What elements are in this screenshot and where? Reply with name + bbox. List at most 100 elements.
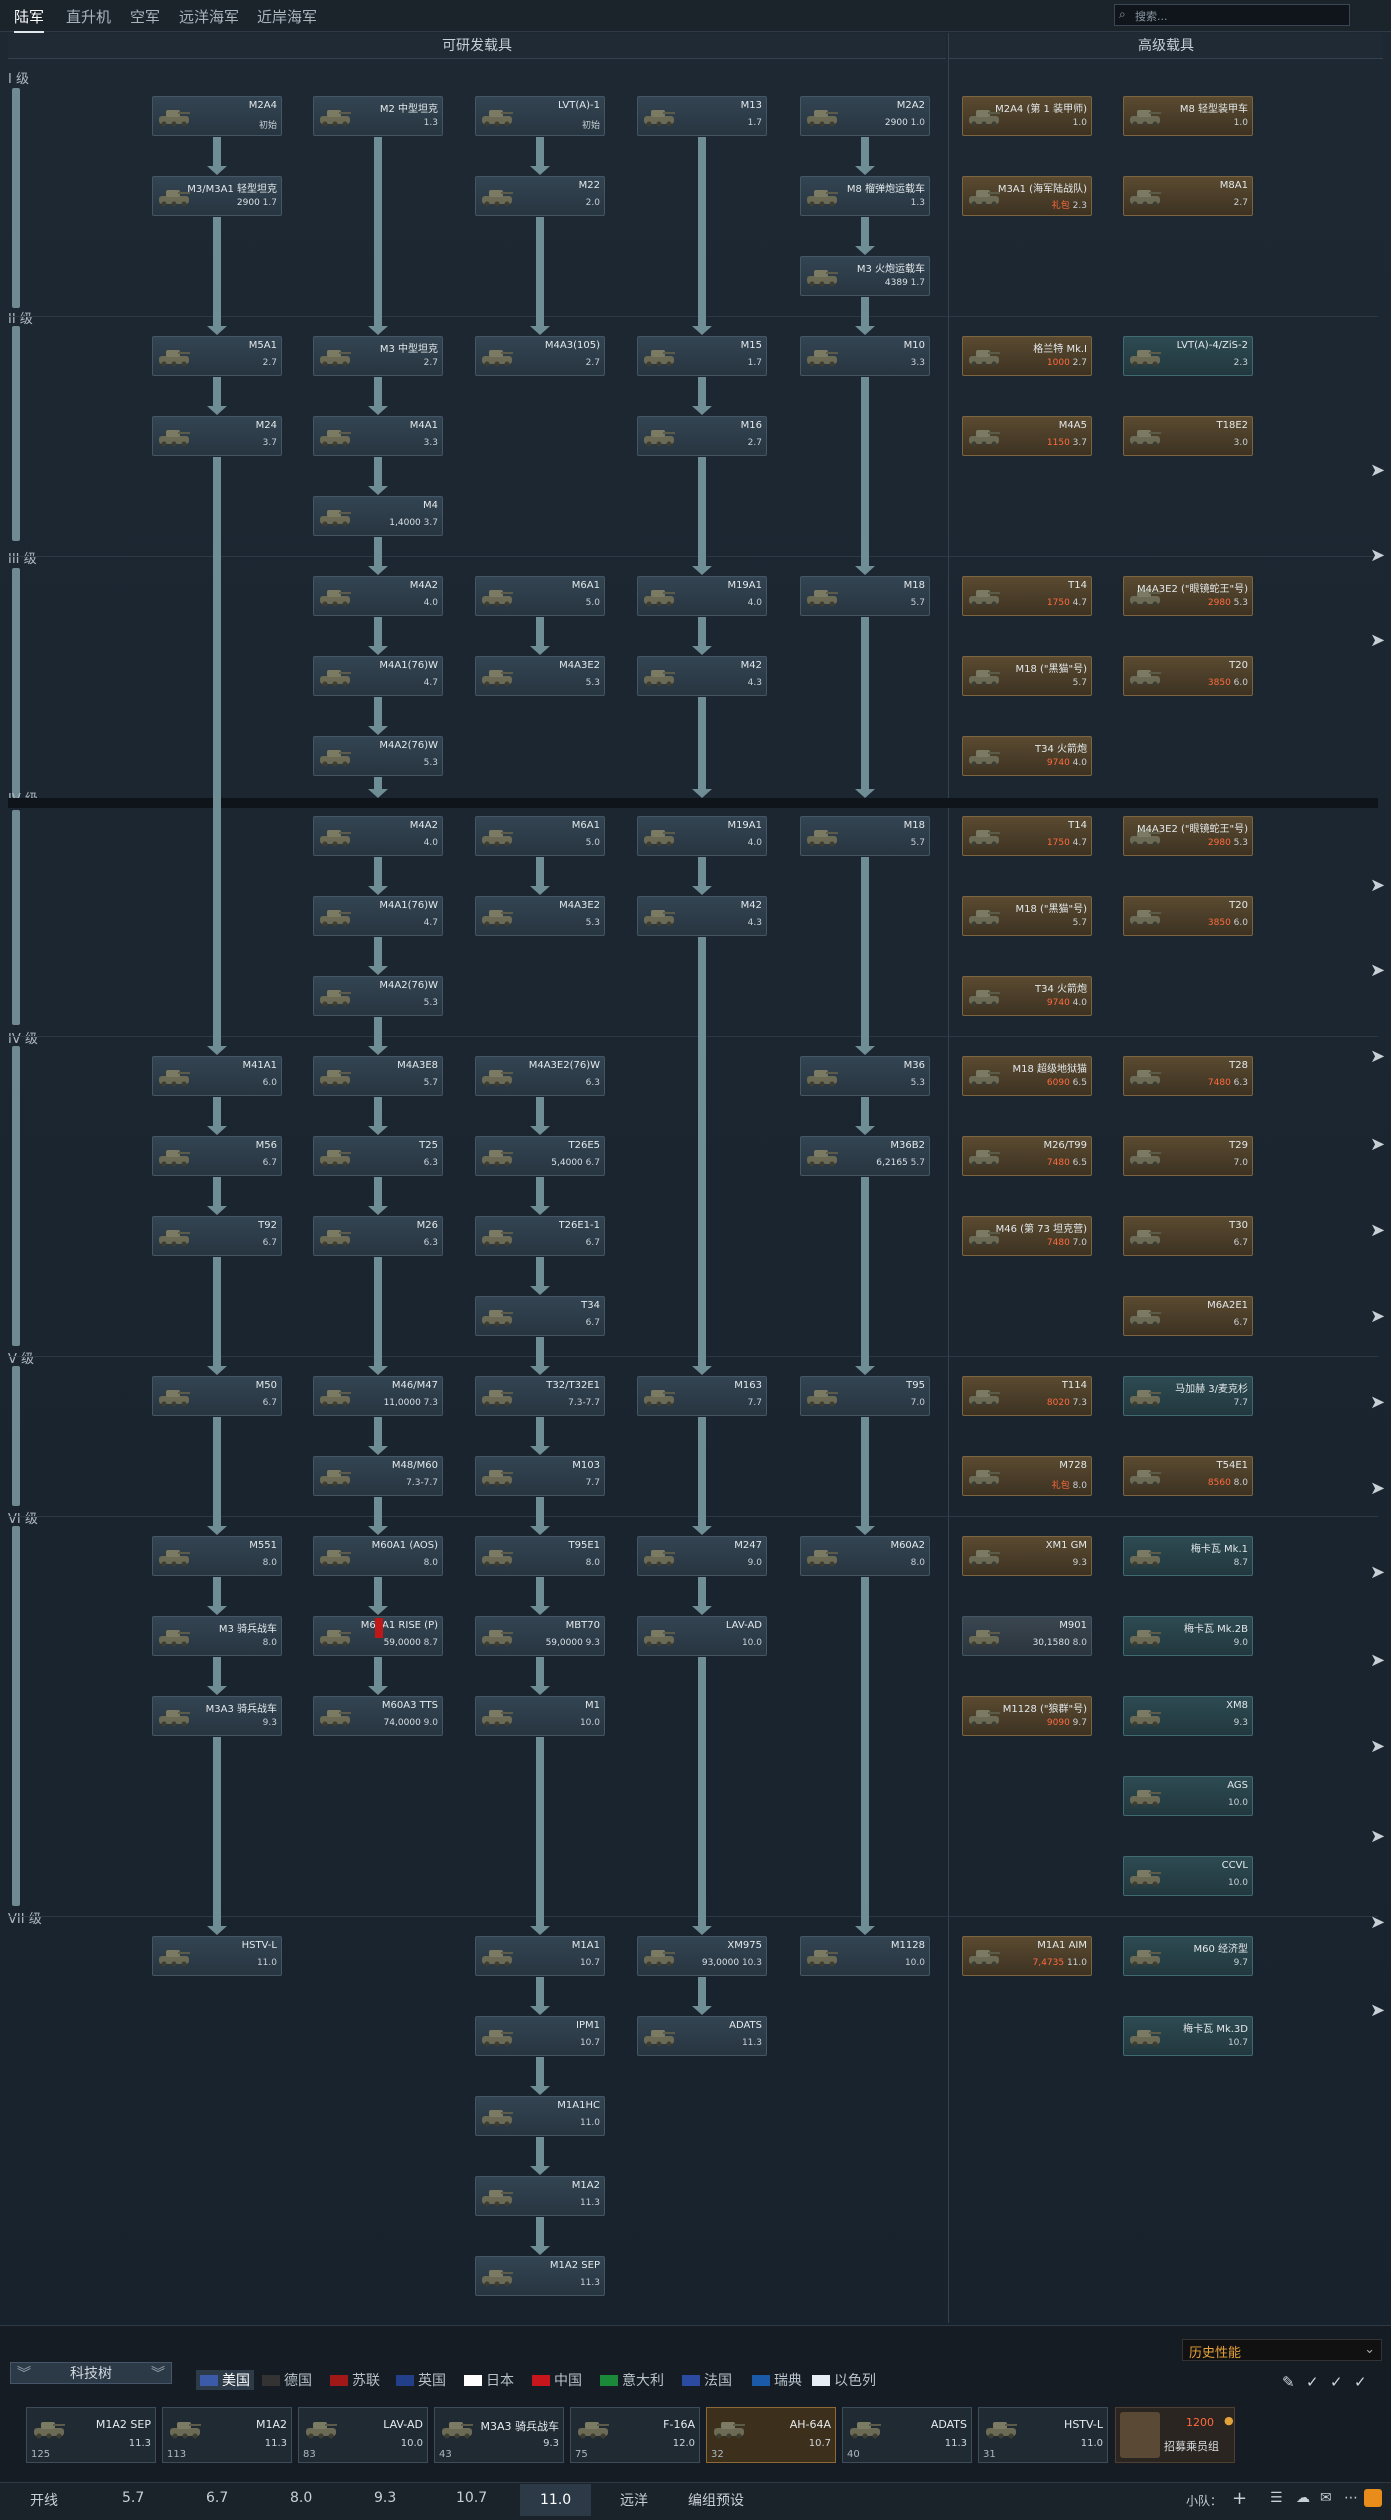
nation-tab-4[interactable]: 日本 bbox=[464, 2370, 514, 2390]
vehicle-card-m2a4p[interactable]: M2A4 (第 1 装甲师)1.0 bbox=[962, 96, 1092, 136]
vehicle-card-m18black[interactable]: M18 ("黑猫"号)5.7 bbox=[962, 896, 1092, 936]
nation-tab-9[interactable]: 以色列 bbox=[812, 2370, 876, 2390]
vehicle-card-m60a1aos[interactable]: M60A1 (AOS)8.0 bbox=[313, 1536, 443, 1576]
nation-tab-1[interactable]: 德国 bbox=[262, 2370, 312, 2390]
preset-tab-4[interactable]: 9.3 bbox=[374, 2490, 397, 2506]
nation-tab-3[interactable]: 英国 bbox=[396, 2370, 446, 2390]
preset-tab-1[interactable]: 5.7 bbox=[122, 2490, 145, 2506]
tab-helicopter[interactable]: 直升机 bbox=[66, 8, 112, 26]
vehicle-card-m4a3_105[interactable]: M4A3(105)2.7 bbox=[475, 336, 605, 376]
plus-icon[interactable]: + bbox=[1232, 2488, 1248, 2509]
list-icon[interactable]: ☰ bbox=[1270, 2490, 1283, 2506]
vehicle-card-m18black[interactable]: M18 ("黑猫"号)5.7 bbox=[962, 656, 1092, 696]
chat-icon[interactable]: ✉ bbox=[1320, 2490, 1332, 2506]
check-icon[interactable]: ✓ bbox=[1306, 2373, 1319, 2391]
preset-tab-5[interactable]: 10.7 bbox=[456, 2490, 488, 2506]
preset-tab-6[interactable]: 11.0 bbox=[520, 2484, 592, 2516]
recruit-crew-button[interactable]: 1200 ● 招募乘员组 bbox=[1115, 2407, 1235, 2463]
nation-tab-5[interactable]: 中国 bbox=[532, 2370, 582, 2390]
tab-ground[interactable]: 陆军 bbox=[14, 8, 45, 33]
preset-tab-2[interactable]: 6.7 bbox=[206, 2490, 229, 2506]
check-all-icon[interactable]: ✓ bbox=[1354, 2373, 1367, 2391]
check-double-icon[interactable]: ✓ bbox=[1330, 2373, 1343, 2391]
vehicle-card-m4a3e2p[interactable]: M4A3E2 ("眼镜蛇王"号)2980 5.3 bbox=[1123, 576, 1253, 616]
vehicle-card-m46p[interactable]: M46 (第 73 坦克营)7480 7.0 bbox=[962, 1216, 1092, 1256]
vehicle-card-m3a1usmc[interactable]: M3A1 (海军陆战队)礼包 2.3 bbox=[962, 176, 1092, 216]
preset-tab-8[interactable]: 编组预设 bbox=[688, 2493, 744, 2509]
vehicle-card-m1128w[interactable]: M1128 ("狼群"号)9090 9.7 bbox=[962, 1696, 1092, 1736]
vehicle-card-m4a3e2p[interactable]: M4A3E2 ("眼镜蛇王"号)2980 5.3 bbox=[1123, 816, 1253, 856]
